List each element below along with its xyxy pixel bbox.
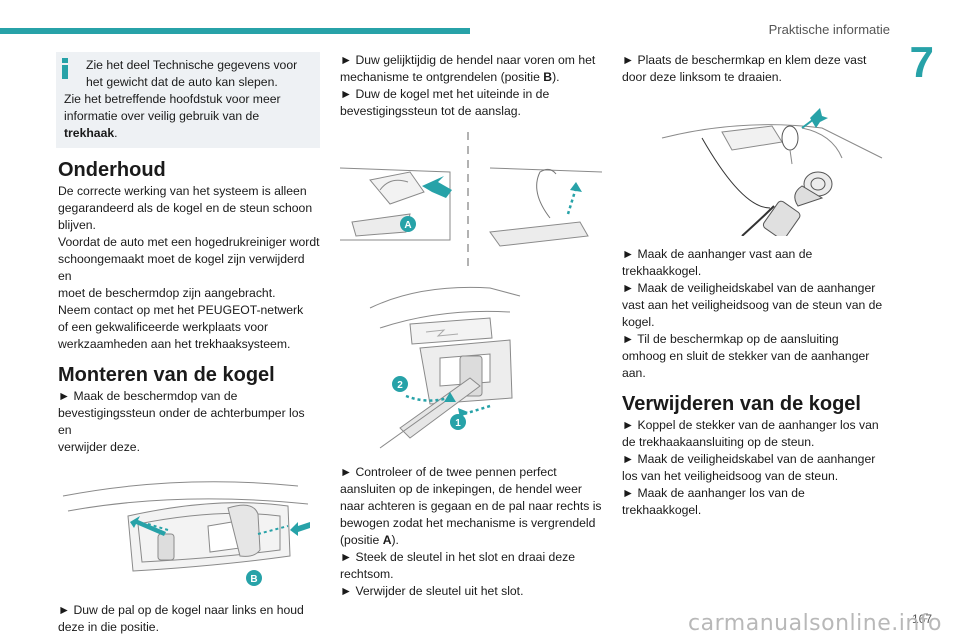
info-line: trekhaak.	[64, 125, 312, 142]
info-box: Zie het deel Technische gegevens voor he…	[56, 52, 320, 148]
step-line: kogel.	[622, 315, 655, 329]
step-line: de trekhaakaansluiting op de steun.	[622, 435, 815, 449]
step-text: mechanisme te ontgrendelen (positie	[340, 70, 544, 84]
step-line: Koppel de stekker van de aanhanger los v…	[622, 417, 884, 434]
column-left: Zie het deel Technische gegevens voor he…	[56, 52, 320, 636]
figure-label-b: B	[250, 574, 257, 585]
figure-remove-cap: B	[62, 481, 310, 586]
body-line: Voordat de auto met een hogedrukreiniger…	[58, 235, 320, 249]
body-line: Neem contact op met het PEUGEOT-netwerk	[58, 303, 304, 317]
hitch-steps: Maak de aanhanger vast aan de trekhaakko…	[622, 246, 884, 382]
step-line: naar achteren is gegaan en de pal naar r…	[340, 499, 602, 513]
figure-callout	[450, 414, 466, 430]
step-line: bevestigingssteun tot de aanslag.	[340, 104, 521, 118]
info-punct: .	[114, 126, 118, 140]
step-line: Maak de aanhanger vast aan de	[622, 246, 884, 263]
figure-label-a: A	[404, 220, 411, 231]
step-line: aan.	[622, 366, 646, 380]
figure-label-2: 2	[397, 380, 403, 391]
step-line: door deze linksom te draaien.	[622, 70, 782, 84]
step-text: ).	[391, 533, 399, 547]
section-title: Praktische informatie	[768, 22, 890, 37]
info-line: Zie het betreffende hoofdstuk voor meer	[64, 92, 281, 106]
info-icon	[62, 58, 68, 80]
onderhoud-body: De correcte werking van het systeem is a…	[58, 183, 320, 353]
position-label: A	[382, 533, 392, 547]
monteren-step-2: Duw de pal op de kogel naar links en hou…	[58, 602, 320, 636]
removal-steps: Koppel de stekker van de aanhanger los v…	[622, 417, 884, 519]
step-line: mechanisme te ontgrendelen (positie B).	[340, 69, 602, 86]
step-line: verwijder deze.	[58, 440, 140, 454]
chapter-number: 7	[909, 38, 934, 87]
step-line: Plaats de beschermkap en klem deze vast	[622, 52, 884, 69]
step-line: Duw gelijktijdig de hendel naar voren om…	[340, 52, 602, 69]
lock-steps: Controleer of de twee pennen perfect aan…	[340, 464, 602, 600]
position-label: B	[543, 70, 553, 84]
step-line: (positie A).	[340, 532, 602, 549]
body-line: werkzaamheden aan het trekhaaksysteem.	[58, 337, 291, 351]
step-line: Controleer of de twee pennen perfect	[340, 464, 602, 481]
section-heading-monteren: Monteren van de kogel	[58, 364, 275, 386]
step-line: bewogen zodat het mechanisme is vergrend…	[340, 516, 596, 530]
figure-label-1: 1	[455, 418, 461, 429]
header-accent-bar	[0, 28, 470, 34]
step-line: vast aan het veiligheidsoog van de steun…	[622, 298, 883, 312]
step-line: deze in die positie.	[58, 620, 159, 634]
body-line: gegarandeerd als de kogel en de steun sc…	[58, 201, 313, 215]
body-line: blijven.	[58, 218, 96, 232]
step-line: Til de beschermkap op de aansluiting	[622, 331, 884, 348]
body-line: De correcte werking van het systeem is a…	[58, 184, 307, 198]
page-number: 167	[911, 612, 932, 626]
step-line: trekhaakkogel.	[622, 264, 702, 278]
column-middle: Duw gelijktijdig de hendel naar voren om…	[340, 52, 602, 600]
step-line: omhoog en sluit de stekker van de aanhan…	[622, 349, 870, 363]
step-line: Duw de pal op de kogel naar links en hou…	[58, 602, 320, 619]
monteren-step-1: Maak de beschermdop van de bevestigingss…	[58, 388, 320, 456]
step-line: Steek de sleutel in het slot en draai de…	[340, 549, 602, 566]
step-line: Maak de beschermdop van de	[58, 388, 320, 405]
figure-insert-ball: A	[340, 132, 602, 266]
step-line: Duw de kogel met het uiteinde in de	[340, 86, 602, 103]
step-text: (positie	[340, 533, 383, 547]
info-line: Zie het deel Technische gegevens voor	[86, 58, 298, 72]
step-line: los van het veiligheidsoog van de steun.	[622, 469, 839, 483]
body-line: schoongemaakt moet de kogel zijn verwijd…	[58, 252, 305, 283]
column-right: Plaats de beschermkap en klem deze vast …	[622, 52, 884, 519]
step-line: Verwijder de sleutel uit het slot.	[340, 583, 602, 600]
figure-lever: 2 1	[369, 286, 521, 449]
figure-callout	[246, 570, 262, 586]
section-heading-verwijderen: Verwijderen van de kogel	[622, 393, 861, 415]
step-line: aansluiten op de inkepingen, de hendel w…	[340, 482, 582, 496]
step-line: trekhaakkogel.	[622, 503, 702, 517]
info-line: informatie over veilig gebruik van de	[64, 109, 260, 123]
step-text: ).	[552, 70, 560, 84]
body-line: of een gekwalificeerde werkplaats voor	[58, 320, 269, 334]
figure-callout	[400, 216, 416, 232]
section-heading-onderhoud: Onderhoud	[58, 159, 166, 181]
step-line: Maak de veiligheidskabel van de aanhange…	[622, 451, 884, 468]
info-bold-term: trekhaak	[64, 126, 115, 140]
body-line: moet de beschermdop zijn aangebracht.	[58, 286, 276, 300]
figure-callout	[392, 376, 408, 392]
step-line: Maak de veiligheidskabel van de aanhange…	[622, 280, 884, 297]
watermark: carmanualsonline.info	[688, 611, 942, 636]
info-line: het gewicht dat de auto kan slepen.	[86, 75, 278, 89]
step-line: bevestigingssteun onder de achterbumper …	[58, 406, 305, 437]
figure-cap-clamp	[661, 108, 883, 236]
step-line: Maak de aanhanger los van de	[622, 485, 884, 502]
step-line: rechtsom.	[340, 567, 394, 581]
